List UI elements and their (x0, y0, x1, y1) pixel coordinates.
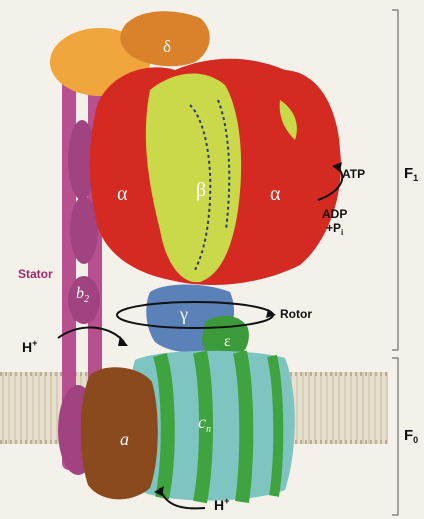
label-alpha-right: α (270, 183, 281, 205)
label-a: a (120, 429, 129, 449)
label-delta: δ (163, 37, 171, 56)
f1-head (90, 59, 341, 285)
label-alpha-left: α (117, 183, 128, 205)
brackets (392, 10, 398, 515)
label-atp: ATP (342, 167, 365, 181)
label-pi: +Pi (326, 221, 343, 237)
label-beta: β (196, 179, 206, 201)
label-h-top: H+ (22, 338, 37, 355)
label-f0: F0 (404, 427, 418, 445)
label-adp: ADP (322, 207, 347, 221)
label-stator: Stator (18, 267, 53, 281)
label-rotor: Rotor (280, 307, 312, 321)
label-epsilon: ε (224, 333, 231, 350)
label-h-bottom: H+ (214, 496, 229, 513)
label-gamma: γ (179, 304, 188, 324)
label-f1: F1 (404, 165, 418, 183)
